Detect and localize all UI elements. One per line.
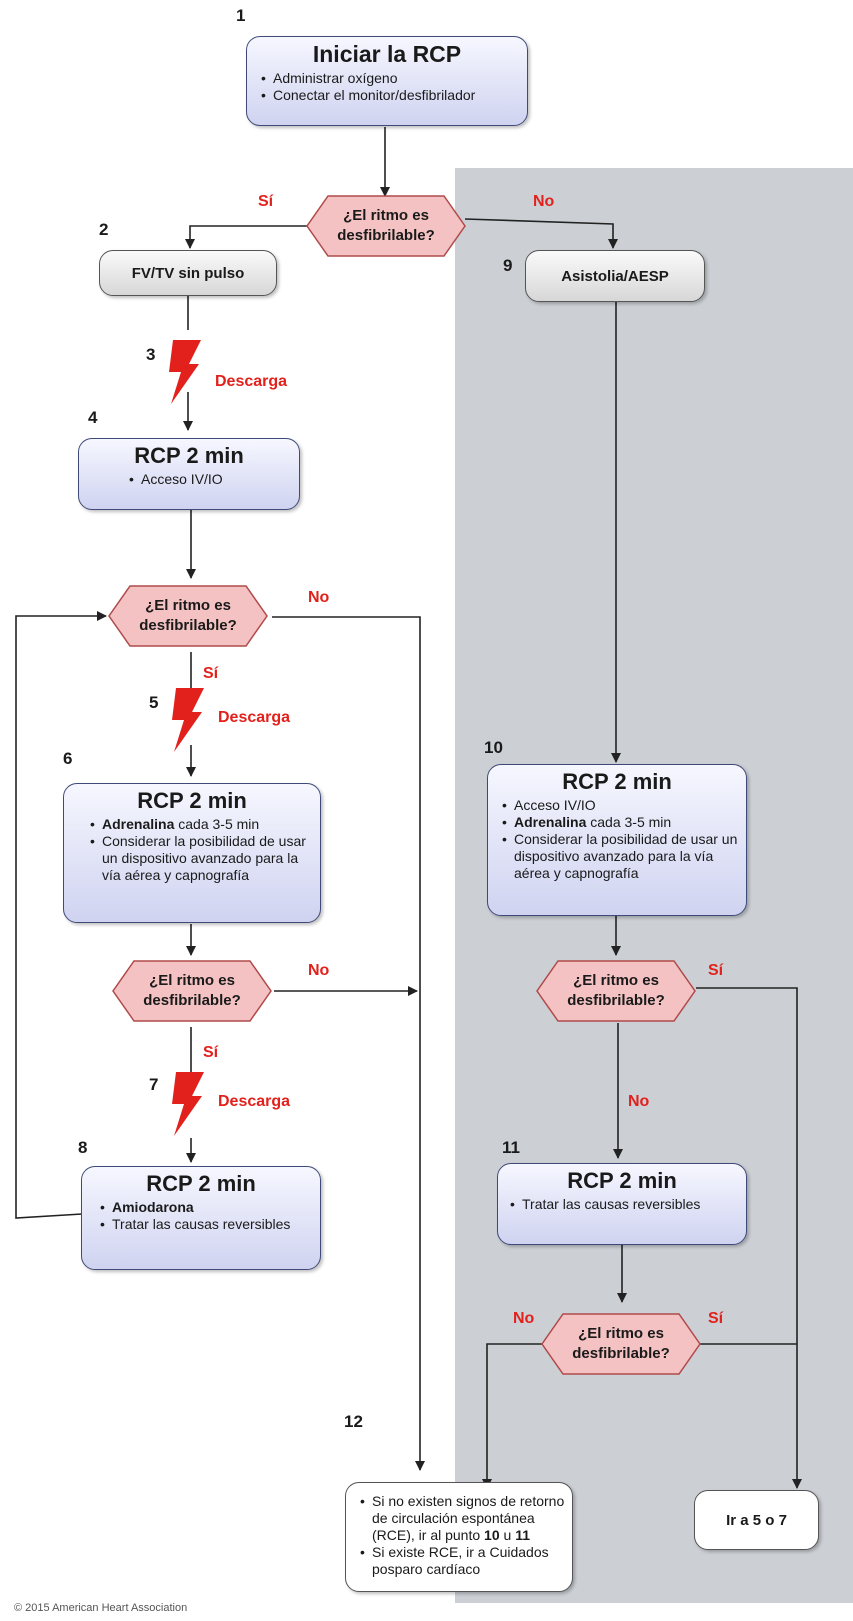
box-label: FV/TV sin pulso <box>131 264 245 282</box>
decision-line: desfibrilable? <box>143 992 241 1009</box>
shock-label: Descarga <box>218 1093 291 1110</box>
decision-hexagon <box>536 960 696 1022</box>
drug-name: Adrenalina <box>514 814 587 830</box>
arrow-yes-to-goto <box>696 987 802 1489</box>
box-item: Tratar las causas reversibles <box>92 1216 320 1233</box>
yes-label: Sí <box>203 1044 219 1061</box>
box-title: RCP 2 min <box>562 769 672 794</box>
yes-label: Sí <box>708 1310 724 1327</box>
no-label: No <box>628 1093 650 1110</box>
decision-line: ¿El ritmo es <box>573 972 659 989</box>
item-text: Si no existen signos de retorno de circu… <box>372 1493 565 1543</box>
step-ref: 11 <box>515 1527 531 1543</box>
shock-label: Descarga <box>215 373 288 390</box>
decision-shockable-5: ¿El ritmo es desfibrilable? <box>541 1313 701 1375</box>
decision-shockable-2: ¿El ritmo es desfibrilable? <box>108 585 268 647</box>
yes-label: Sí <box>708 962 724 979</box>
decision-line: ¿El ritmo es <box>343 207 429 224</box>
goto-box: Ir a 5 o 7 <box>694 1490 819 1550</box>
box-label: Asistolia/AESP <box>561 267 669 285</box>
drug-name: Adrenalina <box>102 816 175 832</box>
start-cpr-box: Iniciar la RCP Administrar oxígeno Conec… <box>246 36 528 126</box>
box-title: Iniciar la RCP <box>312 41 462 67</box>
cpr-box-6: RCP 2 min Adrenalina cada 3-5 min Consid… <box>63 783 321 923</box>
step-number: 1 <box>236 6 246 25</box>
box-label: Ir a 5 o 7 <box>726 1511 787 1529</box>
lightning-bolt-icon <box>172 688 204 752</box>
step-number: 6 <box>63 749 73 768</box>
box-item: Acceso IV/IO <box>494 797 740 814</box>
step-number: 10 <box>484 738 503 757</box>
box-item: Acceso IV/IO <box>121 471 299 488</box>
arrow-no-to-12 <box>482 1343 543 1489</box>
yes-label: Sí <box>258 193 274 210</box>
decision-shockable-4: ¿El ritmo es desfibrilable? <box>536 960 696 1022</box>
box-item: Amiodarona <box>92 1199 320 1216</box>
box-title: RCP 2 min <box>567 1168 677 1193</box>
box-item: Adrenalina cada 3-5 min <box>82 816 312 833</box>
no-label: No <box>308 589 330 606</box>
shock-label: Descarga <box>218 709 291 726</box>
cpr-box-10: RCP 2 min Acceso IV/IO Adrenalina cada 3… <box>487 764 747 916</box>
drug-name: Amiodarona <box>112 1199 194 1215</box>
cpr-box-8: RCP 2 min Amiodarona Tratar las causas r… <box>81 1166 321 1270</box>
no-label: No <box>533 193 555 210</box>
box-item: Considerar la posibilidad de usar un dis… <box>82 833 312 884</box>
decision-shockable-3: ¿El ritmo es desfibrilable? <box>112 960 272 1022</box>
decision-hexagon <box>108 585 268 647</box>
arrow-no-down-to-12 <box>272 616 425 1471</box>
vf-pulseless-vt-box: FV/TV sin pulso <box>99 250 277 296</box>
arrow-yes-to-fv <box>185 225 307 249</box>
box-item: Considerar la posibilidad de usar un dis… <box>494 831 740 882</box>
lightning-bolt-icon <box>169 340 201 404</box>
box-item: Tratar las causas reversibles <box>502 1196 746 1213</box>
step-number: 5 <box>149 693 159 712</box>
decision-hexagon <box>112 960 272 1022</box>
step-number: 9 <box>503 256 513 275</box>
decision-line: ¿El ritmo es <box>145 597 231 614</box>
decision-line: ¿El ritmo es <box>149 972 235 989</box>
drug-dose: cada 3-5 min <box>586 814 672 830</box>
no-label: No <box>308 962 330 979</box>
step-number: 7 <box>149 1075 159 1094</box>
box-item: Adrenalina cada 3-5 min <box>494 814 740 831</box>
decision-line: desfibrilable? <box>139 617 237 634</box>
box-title: RCP 2 min <box>137 788 247 813</box>
arrow-loop-back <box>15 611 107 1219</box>
asystole-pea-box: Asistolia/AESP <box>525 250 705 302</box>
step-ref: 10 <box>484 1527 500 1543</box>
decision-line: ¿El ritmo es <box>578 1325 664 1342</box>
step-number: 11 <box>502 1138 520 1157</box>
decision-line: desfibrilable? <box>567 992 665 1009</box>
box-title: RCP 2 min <box>134 443 244 468</box>
decision-line: desfibrilable? <box>337 227 435 244</box>
decision-shockable-1: ¿El ritmo es desfibrilable? <box>306 195 466 257</box>
item-text: u <box>499 1527 516 1543</box>
cpr-box-4: RCP 2 min Acceso IV/IO <box>78 438 300 510</box>
cpr-box-11: RCP 2 min Tratar las causas reversibles <box>497 1163 747 1245</box>
post-rosc-box: Si no existen signos de retorno de circu… <box>345 1482 573 1592</box>
box-item: Si no existen signos de retorno de circu… <box>352 1493 566 1544</box>
drug-dose: cada 3-5 min <box>174 816 260 832</box>
lightning-bolt-icon <box>172 1072 204 1136</box>
step-number: 8 <box>78 1138 88 1157</box>
box-item: Conectar el monitor/desfibrilador <box>253 87 527 104</box>
box-item: Si existe RCE, ir a Cuidados posparo car… <box>352 1544 566 1578</box>
copyright: © 2015 American Heart Association <box>14 1602 188 1614</box>
box-item: Administrar oxígeno <box>253 70 527 87</box>
decision-hexagon <box>306 195 466 257</box>
decision-hexagon <box>541 1313 701 1375</box>
step-number: 12 <box>344 1412 363 1431</box>
box-title: RCP 2 min <box>146 1171 256 1196</box>
step-number: 2 <box>99 220 109 239</box>
no-label: No <box>513 1310 535 1327</box>
yes-label: Sí <box>203 665 219 682</box>
arrow-no-to-asystole <box>464 218 618 249</box>
step-number: 3 <box>146 345 156 364</box>
decision-line: desfibrilable? <box>572 1345 670 1362</box>
step-number: 4 <box>88 408 98 427</box>
